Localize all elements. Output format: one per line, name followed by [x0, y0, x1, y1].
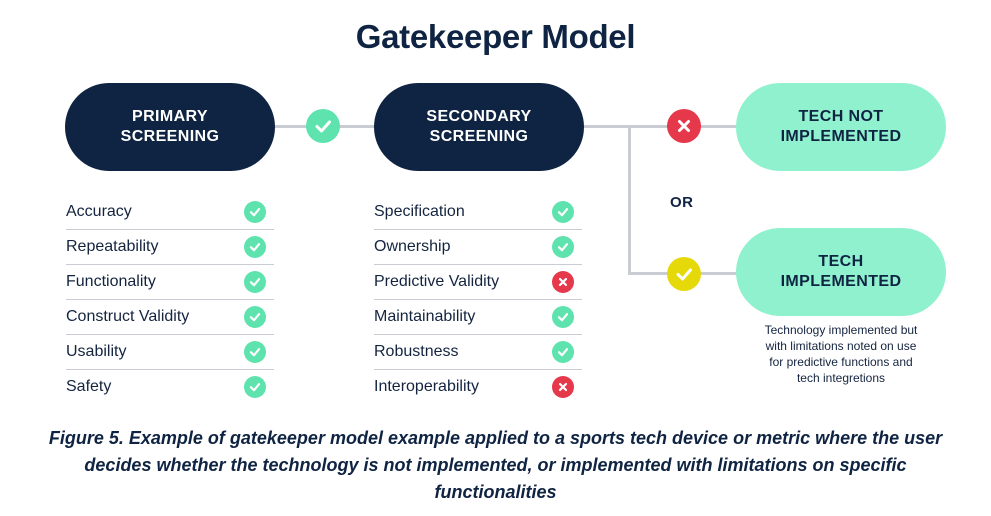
- connector-branch-vertical: [628, 125, 631, 275]
- primary-screening-node: PRIMARY SCREENING: [65, 83, 275, 171]
- check-icon: [244, 201, 266, 223]
- note-line: tech integretions: [796, 371, 886, 385]
- primary-criteria-list: Accuracy Repeatability Functionality Con…: [66, 195, 274, 404]
- primary-screening-label-line2: SCREENING: [120, 128, 220, 145]
- connector-secondary-not-implemented: [580, 125, 740, 128]
- criteria-label: Interoperability: [374, 378, 479, 395]
- check-icon: [244, 306, 266, 328]
- criteria-label: Specification: [374, 203, 465, 220]
- cross-icon: [552, 376, 574, 398]
- check-icon: [667, 257, 701, 291]
- note-line: with limitations noted on use: [765, 339, 917, 353]
- tech-implemented-node: TECH IMPLEMENTED: [736, 228, 946, 316]
- criteria-label: Ownership: [374, 238, 451, 255]
- criteria-label: Predictive Validity: [374, 273, 500, 290]
- criteria-row: Ownership: [374, 230, 582, 265]
- or-label: OR: [670, 194, 694, 211]
- criteria-label: Safety: [66, 378, 112, 395]
- criteria-row: Functionality: [66, 265, 274, 300]
- tech-implemented-label-line2: IMPLEMENTED: [780, 273, 902, 290]
- criteria-row: Repeatability: [66, 230, 274, 265]
- secondary-screening-label-line1: SECONDARY: [426, 108, 532, 125]
- note-line: Technology implemented but: [764, 323, 918, 337]
- criteria-label: Maintainability: [374, 308, 476, 325]
- check-icon: [552, 306, 574, 328]
- criteria-label: Repeatability: [66, 238, 159, 255]
- criteria-row: Specification: [374, 195, 582, 230]
- criteria-row: Robustness: [374, 335, 582, 370]
- criteria-label: Functionality: [66, 273, 156, 290]
- criteria-row: Usability: [66, 335, 274, 370]
- criteria-row: Construct Validity: [66, 300, 274, 335]
- criteria-row: Interoperability: [374, 370, 582, 404]
- check-icon: [306, 109, 340, 143]
- tech-not-implemented-label-line2: IMPLEMENTED: [780, 128, 902, 145]
- tech-implemented-note: Technology implemented but with limitati…: [736, 322, 946, 386]
- note-line: for predictive functions and: [769, 355, 913, 369]
- diagram-title: Gatekeeper Model: [355, 18, 636, 55]
- criteria-row: Accuracy: [66, 195, 274, 230]
- secondary-screening-node: SECONDARY SCREENING: [374, 83, 584, 171]
- tech-implemented-label-line1: TECH: [818, 253, 864, 270]
- cross-icon: [667, 109, 701, 143]
- check-icon: [244, 236, 266, 258]
- tech-not-implemented-label-line1: TECH NOT: [798, 108, 884, 125]
- criteria-label: Construct Validity: [66, 308, 190, 325]
- secondary-screening-label-line2: SCREENING: [429, 128, 529, 145]
- primary-screening-label-line1: PRIMARY: [132, 108, 208, 125]
- check-icon: [552, 236, 574, 258]
- tech-not-implemented-node: TECH NOT IMPLEMENTED: [736, 83, 946, 171]
- criteria-label: Usability: [66, 343, 127, 360]
- figure-caption: Figure 5. Example of gatekeeper model ex…: [48, 428, 943, 502]
- cross-icon: [552, 271, 574, 293]
- criteria-label: Accuracy: [66, 203, 132, 220]
- check-icon: [552, 341, 574, 363]
- check-icon: [244, 376, 266, 398]
- criteria-label: Robustness: [374, 343, 459, 360]
- check-icon: [552, 201, 574, 223]
- criteria-row: Safety: [66, 370, 274, 404]
- check-icon: [244, 341, 266, 363]
- criteria-row: Predictive Validity: [374, 265, 582, 300]
- secondary-criteria-list: Specification Ownership Predictive Valid…: [374, 195, 582, 404]
- check-icon: [244, 271, 266, 293]
- criteria-row: Maintainability: [374, 300, 582, 335]
